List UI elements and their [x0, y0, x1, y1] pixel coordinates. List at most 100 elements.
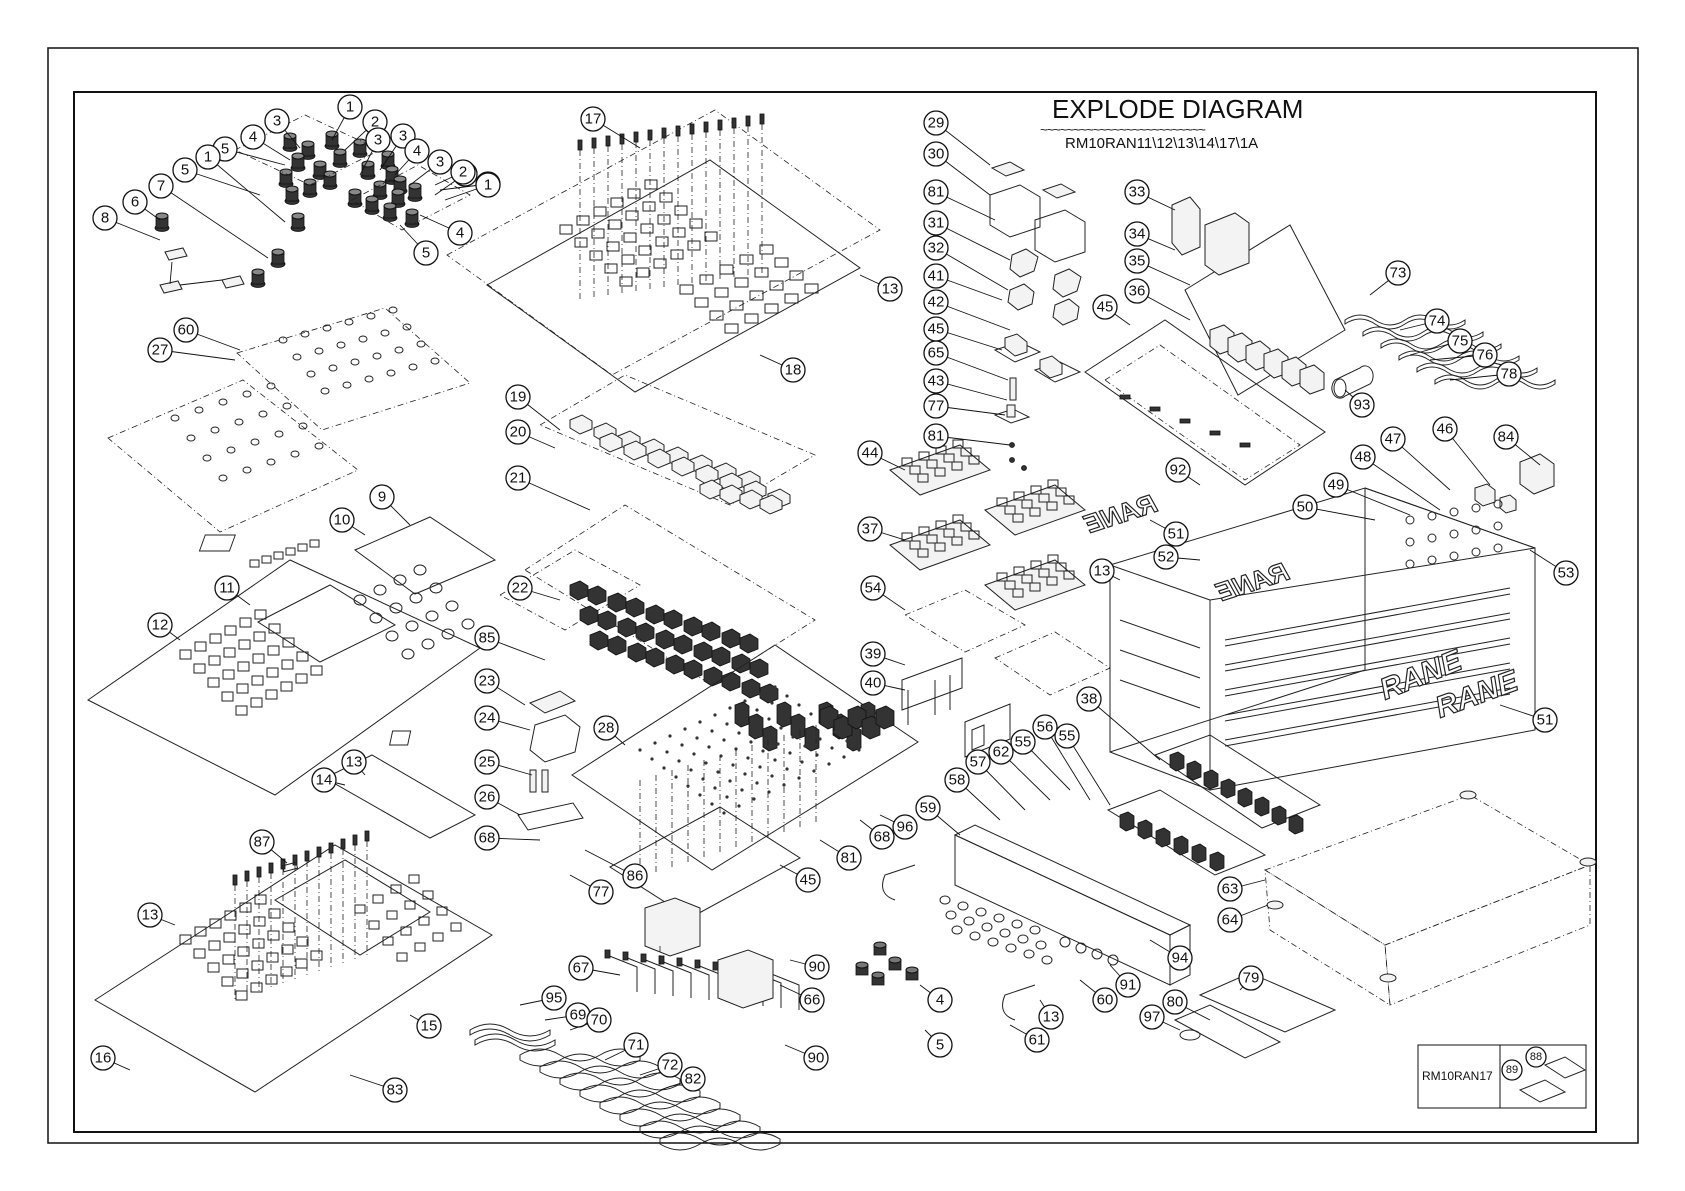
pcb-dot [746, 756, 750, 760]
slot [1224, 612, 1511, 666]
pad-hole [222, 954, 235, 965]
pad-hole [222, 669, 235, 680]
crossfader-blocks [644, 897, 774, 1009]
chassis-hole [1427, 555, 1437, 565]
chassis-cutout [659, 192, 673, 203]
chassis-cutout [644, 179, 658, 190]
buttons-19 [569, 414, 791, 515]
pad-cell [960, 447, 972, 457]
callout-number: 45 [800, 872, 817, 889]
pad-block [984, 484, 1086, 536]
pcb-dot [758, 692, 762, 696]
callout-21: 21 [505, 465, 531, 491]
chassis-cutout [657, 214, 671, 225]
chassis-detail [559, 113, 819, 334]
pot [861, 715, 881, 740]
slot [1119, 679, 1201, 709]
callout-circle [122, 189, 148, 215]
plate-hole [306, 370, 316, 378]
jack [1137, 819, 1153, 840]
slot [1119, 619, 1201, 649]
pad-block [984, 559, 1086, 611]
callout-93: 93 [1349, 392, 1375, 418]
callout-circle [1162, 989, 1188, 1015]
chassis-cutout [714, 287, 729, 298]
pad-cell [917, 548, 929, 558]
rear-connector [1091, 948, 1103, 960]
pad-cell [918, 526, 930, 536]
knob-hole [353, 594, 367, 606]
callout-number: 3 [399, 128, 407, 145]
pad-hole [265, 689, 278, 700]
pad-cell [1055, 562, 1067, 572]
screw [731, 117, 737, 129]
pad-cell [1013, 491, 1025, 501]
callout-42: 42 [923, 289, 949, 315]
pad-hole [224, 625, 237, 636]
screw [232, 874, 238, 886]
pcb-dot [737, 731, 741, 735]
callout-circle [869, 824, 895, 850]
switch [739, 633, 759, 654]
callout-17: 17 [580, 106, 606, 132]
switch [711, 646, 731, 667]
callout-circle [474, 705, 500, 731]
fader-caps [159, 247, 245, 294]
pad-hole [237, 661, 250, 672]
callout-circle [622, 863, 648, 889]
callout-25: 25 [474, 749, 500, 775]
chassis-hole [1449, 529, 1459, 539]
leader-line [935, 301, 1011, 331]
chassis-cutout [734, 277, 749, 288]
callout-number: 74 [1429, 313, 1446, 330]
callout-number: 60 [178, 322, 195, 339]
knob-hole [408, 874, 420, 884]
rear-jack [999, 928, 1011, 938]
chassis-cutout [636, 267, 650, 278]
chassis-cutout [679, 284, 694, 295]
switch [579, 605, 599, 626]
fader-pin [658, 955, 665, 965]
brackets-39-40 [901, 657, 1011, 758]
callout-73: 73 [1385, 260, 1411, 286]
callout-4: 4 [404, 138, 430, 164]
chassis-cutout [625, 210, 639, 221]
callout-number: 86 [627, 868, 644, 885]
callout-3: 3 [365, 127, 391, 153]
callout-number: 9 [378, 489, 386, 506]
pcb-dot [734, 747, 738, 751]
callout-circle [1092, 294, 1118, 320]
callout-circle [90, 1045, 116, 1071]
plate-hole [336, 341, 346, 349]
pcb-dot [833, 730, 837, 734]
switch-hole [273, 551, 284, 560]
plate-hole [266, 458, 276, 466]
pcb-dot [785, 694, 789, 698]
callout-7: 7 [148, 173, 174, 199]
jack [1237, 787, 1253, 808]
pcb-dot [716, 770, 720, 774]
callout-48: 48 [1350, 444, 1376, 470]
knob-hole [385, 630, 399, 642]
callout-36: 36 [1124, 278, 1150, 304]
callout-circle [365, 127, 391, 153]
callout-78: 78 [1496, 361, 1522, 387]
knob-top [391, 188, 405, 196]
plate-hole [372, 352, 382, 360]
diagram-subtitle: RM10RAN11\12\13\14\17\1A [1065, 135, 1258, 152]
plate-hole [218, 474, 228, 482]
callout-number: 44 [862, 445, 879, 462]
callout-circle [148, 173, 174, 199]
callout-number: 25 [479, 754, 496, 771]
callout-circle [923, 179, 949, 205]
chassis-cutout [804, 283, 819, 294]
callout-circle [593, 715, 619, 741]
callout-circle [1124, 221, 1150, 247]
rear-connector [1107, 954, 1119, 966]
inner-border [73, 91, 1597, 1133]
chassis-cutout [689, 218, 703, 229]
callout-circle [541, 985, 567, 1011]
callout-number: 68 [479, 830, 496, 847]
callout-circle [382, 1077, 408, 1103]
callout-number: 77 [593, 884, 610, 901]
